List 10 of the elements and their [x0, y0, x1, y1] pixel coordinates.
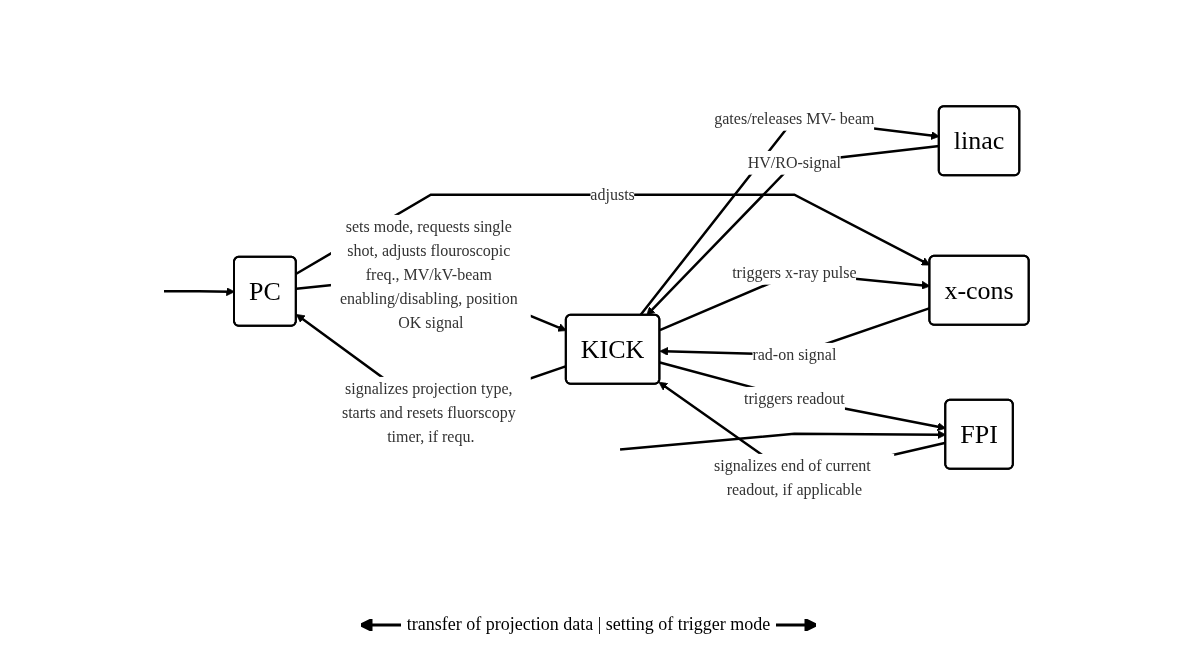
edge-label: triggers x-ray pulse — [731, 263, 857, 281]
edge-label: gates/releases MV- beam — [713, 109, 875, 127]
edge-label: signalizes end of current readout, if applicable — [713, 456, 871, 498]
edge-label: triggers readout — [743, 389, 845, 407]
edge-label: HV/RO-signal — [747, 153, 841, 171]
edge-label: sets mode, requests single shot, adjusts flouroscopic freq., MV/kV-beam enabling/disabling, position OK signal — [339, 217, 518, 331]
edge-label: rad-on signal — [752, 345, 837, 363]
legend-note: transfer of projection data | setting of trigger mode — [406, 614, 771, 635]
edge-label: adjusts — [590, 185, 635, 203]
edge-label: signalizes projection type, starts and resets fluorscopy timer, if requ. — [341, 379, 516, 445]
